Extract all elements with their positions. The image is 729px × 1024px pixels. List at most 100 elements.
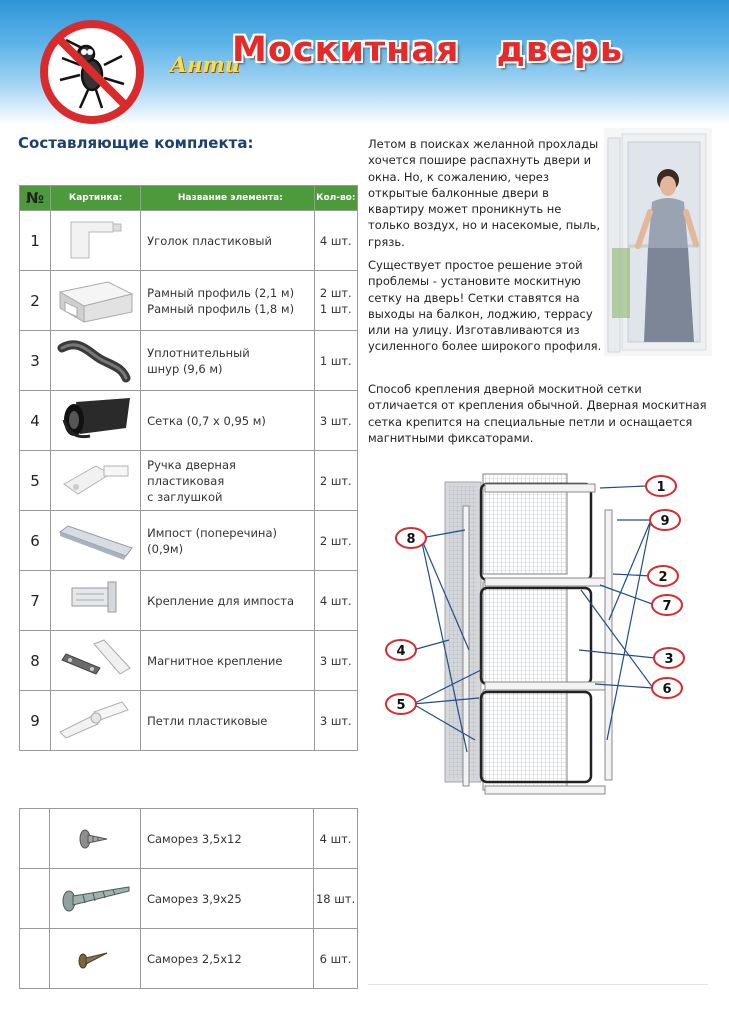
screw-qty: 18 шт. [313,868,358,929]
screw-name: Саморез 2,5х12 [139,928,315,989]
no-mosquito-logo-icon [40,20,144,124]
kit-table: № Картинка: Название элемента: Кол-во: 1… [19,185,359,751]
item-name: Крепление для импоста [147,593,294,608]
svg-text:1: 1 [656,480,665,495]
item-qty: 4 шт. [319,233,352,248]
screw-qty: 6 шт. [313,928,358,989]
woman-at-door-photo-icon [604,128,712,356]
item-name-2: (0,9м) [147,541,184,556]
callout-6: 6 [651,677,683,699]
callout-7: 7 [651,594,683,616]
table-row: Саморез 3,5х12 4 шт. [18,808,358,869]
item-name: Рамный профиль (2,1 м) [147,285,295,300]
item-name: Петли пластиковые [147,713,268,728]
item-qty: 2 шт. [319,533,352,548]
description-paragraph: Существует простое решение этой проблемы… [368,258,602,354]
item-name: Ручка дверная пластиковая [147,457,236,488]
screw-tiny-icon [78,952,108,969]
item-qty: 2 шт. [319,473,352,488]
item-name: Уплотнительный [147,345,250,360]
svg-text:7: 7 [662,599,671,614]
assembly-diagram: 1 9 8 2 7 4 3 5 6 [385,473,685,795]
table-row: Саморез 2,5х12 6 шт. [18,928,358,989]
item-qty: 3 шт. [319,413,352,428]
table-row: 1 Уголок пластиковый 4 шт. [19,210,359,271]
table-row: 4 Сетка (0,7 х 0,95 м) 3 шт. [19,390,359,451]
callout-9: 9 [649,509,681,531]
item-name: Уголок пластиковый [147,233,272,248]
brand-prefix: Анти [170,52,240,77]
item-qty: 3 шт. [319,713,352,728]
screw-small-icon [79,829,108,849]
svg-text:2: 2 [658,570,667,585]
svg-text:6: 6 [662,682,671,697]
item-name-2: шнур (9,6 м) [147,361,223,376]
screw-name: Саморез 3,9х25 [139,868,315,929]
row-number: 9 [19,690,51,751]
kit-title: Составляющие комплекта: [18,134,254,152]
description-paragraph: Способ крепления дверной москитной сетки… [368,382,707,445]
plastic-hinge-icon [58,701,129,739]
screw-qty: 4 шт. [313,808,358,869]
row-number: 7 [19,570,51,631]
item-name: Импост (поперечина) [147,525,277,540]
item-qty: 1 шт. [319,353,352,368]
plastic-corner-icon [70,221,122,259]
item-qty-2: 1 шт. [319,301,352,316]
col-picture: Картинка: [49,185,142,211]
svg-text:8: 8 [406,532,415,547]
svg-text:5: 5 [396,698,405,713]
row-number: 5 [19,450,51,511]
svg-text:4: 4 [396,644,405,659]
callout-5: 5 [385,693,417,715]
callout-3: 3 [653,647,685,669]
mesh-roll-icon [62,398,130,439]
crossbar-mount-icon [71,581,117,613]
kit-table-header: № Картинка: Название элемента: Кол-во: [19,185,359,211]
seal-cord-icon [57,340,131,383]
frame-profiles [462,483,613,795]
row-number: 2 [19,270,51,331]
crossbar-icon [58,525,133,560]
row-number: 6 [19,510,51,571]
col-name: Название элемента: [140,185,315,211]
table-row: 6 Импост (поперечина)(0,9м) 2 шт. [19,510,359,571]
svg-text:3: 3 [664,652,673,667]
row-number: 1 [19,210,51,271]
item-name-2: с заглушкой [147,489,223,504]
item-name: Сетка (0,7 х 0,95 м) [147,413,266,428]
frame-profile-icon [58,281,133,323]
magnet-mount-icon [60,639,131,675]
table-row: Саморез 3,9х25 18 шт. [18,868,358,929]
item-qty: 3 шт. [319,653,352,668]
mesh-panels-stack [479,473,593,791]
row-number: 4 [19,390,51,451]
item-name: Магнитное крепление [147,653,283,668]
screw-name: Саморез 3,5х12 [139,808,315,869]
table-row: 9 Петли пластиковые 3 шт. [19,690,359,751]
row-number: 8 [19,630,51,691]
screws-table: Саморез 3,5х12 4 шт. Саморез 3,9х25 18 ш… [18,808,358,989]
door-handle-icon [62,465,129,495]
callout-1: 1 [645,475,677,497]
svg-text:9: 9 [660,514,669,529]
callout-4: 4 [385,639,417,661]
item-qty: 4 шт. [319,593,352,608]
callout-badges: 1 9 8 2 7 4 3 5 6 [385,475,685,715]
table-row: 7 Крепление для импоста 4 шт. [19,570,359,631]
screw-long-icon [62,886,130,912]
item-name-2: Рамный профиль (1,8 м) [147,301,295,316]
description-paragraph: Летом в поисках желанной прохлады хочетс… [368,137,601,249]
callout-8: 8 [395,527,427,549]
item-qty: 2 шт. [319,285,352,300]
page-title: Москитная дверь [232,30,623,70]
col-quantity: Кол-во: [313,185,359,211]
empty-area [368,812,708,985]
col-number: № [19,185,51,211]
table-row: 2 Рамный профиль (2,1 м)Рамный профиль (… [19,270,359,331]
callout-lines [412,485,656,753]
table-row: 8 Магнитное крепление 3 шт. [19,630,359,691]
callout-2: 2 [647,565,679,587]
